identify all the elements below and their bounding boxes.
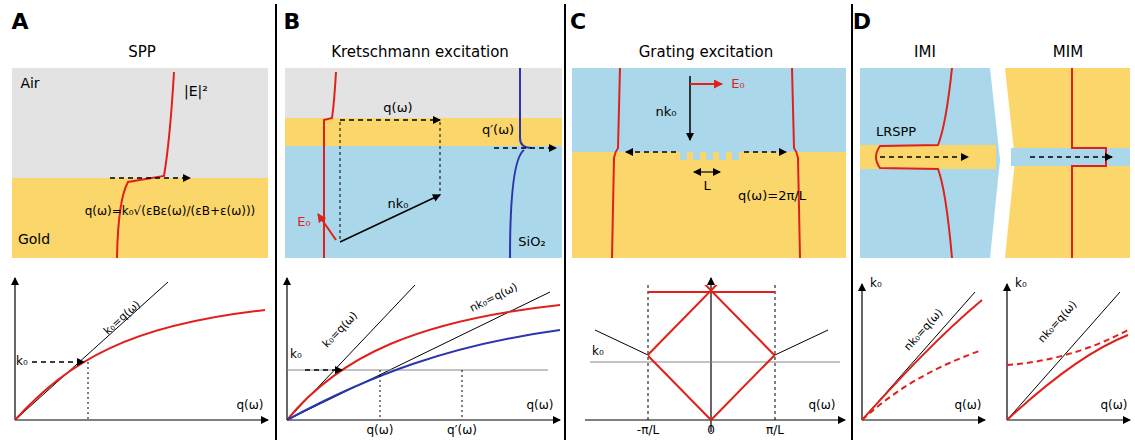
panel-letter: C	[570, 10, 586, 34]
axis-label: q′(ω)	[447, 424, 477, 437]
light-line-label: nk₀=q(ω)	[1036, 299, 1080, 346]
axis-label: 0	[707, 424, 715, 437]
wavevector-label: nk₀	[656, 105, 677, 119]
light-line-label: nk₀=q(ω)	[468, 281, 520, 315]
axis-label: k₀	[1015, 277, 1027, 290]
dispersion-formula: q(ω)=k₀√(εBε(ω)/(εB+ε(ω)))	[85, 205, 256, 218]
medium-label: Gold	[18, 232, 50, 247]
mode-label: LRSPP	[876, 125, 916, 139]
field-label: |E|²	[184, 84, 208, 99]
band-line	[765, 285, 775, 420]
field-label: E₀	[731, 77, 744, 91]
panel-separator	[276, 4, 852, 440]
panel-title: Grating excitation	[639, 44, 774, 61]
medium-label: Air	[20, 76, 39, 91]
axis-label: q(ω)	[808, 399, 835, 412]
axis-label: k₀	[290, 348, 302, 361]
band-line	[648, 285, 775, 420]
band-line	[648, 285, 775, 420]
axis-label: π/L	[766, 424, 784, 437]
axis-label: k₀	[16, 355, 28, 368]
axis-label: k₀	[870, 277, 882, 290]
band-line	[648, 291, 775, 293]
panel-letter: B	[284, 10, 301, 34]
panel-title: IMI	[914, 44, 936, 61]
panel-letter: A	[11, 10, 28, 34]
period-label: L	[703, 179, 710, 193]
wavevector-label: q(ω)	[383, 101, 412, 115]
grating-condition: q(ω)=2π/L	[738, 189, 806, 203]
wavevector-label: q′(ω)	[482, 123, 514, 137]
wavevector-label: nk₀	[388, 197, 409, 211]
light-line-label: k₀=q(ω)	[320, 310, 360, 351]
axis-label: q(ω)	[526, 399, 553, 412]
panel-title: MIM	[1053, 44, 1083, 61]
axis-label: q(ω)	[366, 424, 393, 437]
panel-title: Kretschmann excitation	[331, 44, 509, 61]
medium-label: SiO₂	[518, 235, 545, 249]
axis-label: q(ω)	[1100, 399, 1127, 412]
axis-label: -π/L	[637, 424, 659, 437]
axis-label: q(ω)	[954, 399, 981, 412]
light-line-label: k₀=q(ω)	[101, 299, 142, 338]
panel-letter: D	[853, 10, 871, 34]
light-line-label: nk₀=q(ω)	[902, 307, 946, 354]
panel-title: SPP	[128, 44, 156, 61]
axis-label: k₀	[592, 345, 604, 358]
field-label: E₀	[297, 215, 310, 229]
band-line	[648, 285, 775, 420]
axis-label: q(ω)	[236, 399, 263, 412]
